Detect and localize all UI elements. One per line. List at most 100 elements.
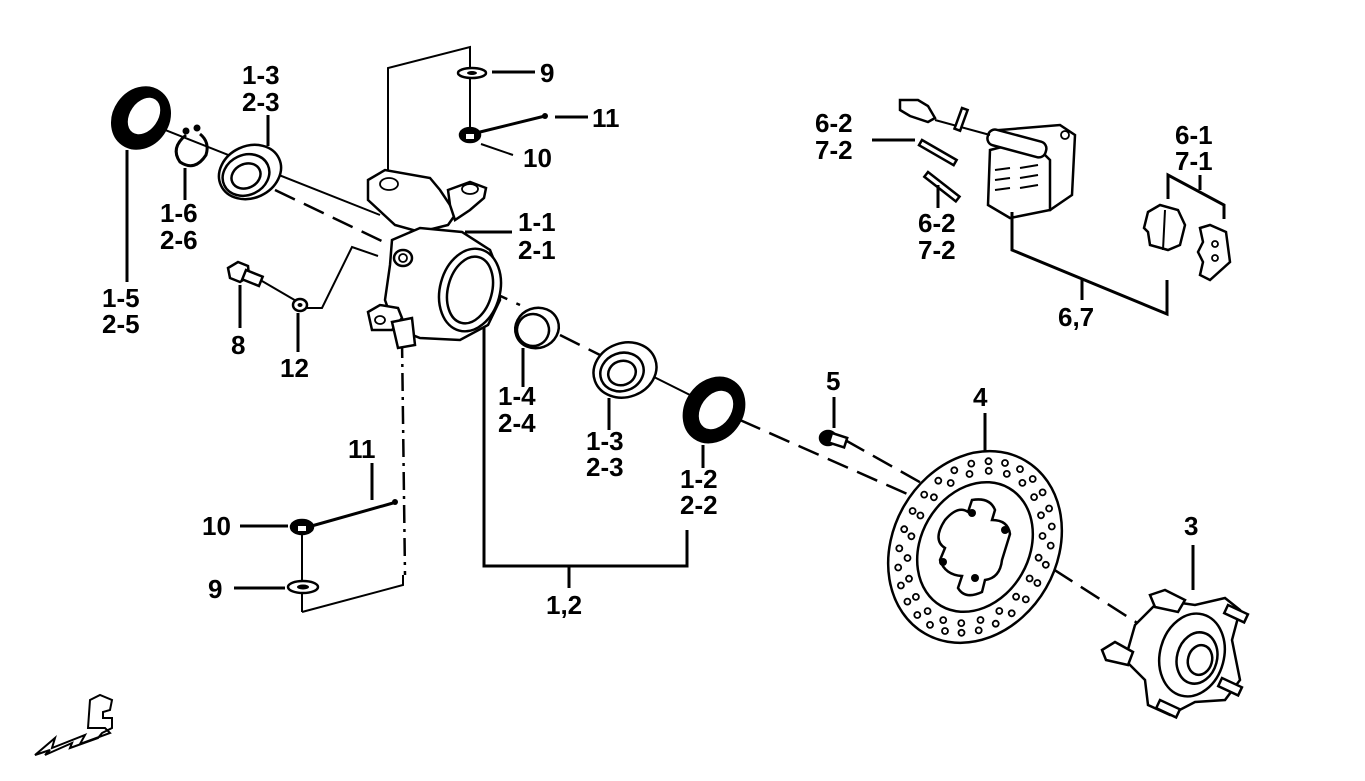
washer-9-top — [456, 66, 488, 80]
disc-hole — [1028, 475, 1037, 483]
washer-9-bottom — [286, 579, 320, 595]
disc-hole — [984, 466, 993, 475]
disc-hole — [1018, 478, 1027, 487]
disc-hole — [1001, 459, 1009, 467]
disc-hole — [941, 627, 949, 635]
disc-hole — [905, 574, 913, 583]
disc-hole — [946, 479, 955, 487]
label-11-top: 11 — [592, 103, 620, 133]
disc-hole — [895, 544, 904, 553]
disc-hole — [1038, 532, 1047, 540]
disc-hole — [912, 593, 920, 601]
label-2-4: 2-4 — [498, 408, 536, 438]
label-12: 12 — [280, 353, 309, 383]
disc-hole — [976, 616, 985, 624]
disc-hole — [957, 619, 966, 627]
disc-hole — [1038, 488, 1047, 497]
label-9-bottom: 9 — [208, 574, 222, 604]
bearing-1-3-mid — [592, 341, 658, 399]
disc-hole — [1046, 541, 1055, 550]
brake-disc-4 — [886, 449, 1064, 645]
disc-hole — [1041, 560, 1050, 569]
pad-pin-6-2-bottom — [922, 170, 962, 204]
disc-hole — [995, 607, 1004, 615]
label-2-3-top: 2-3 — [242, 87, 280, 117]
disc-hole — [1007, 609, 1016, 618]
disc-hole — [950, 466, 959, 475]
label-1-4: 1-4 — [498, 381, 536, 411]
label-1-5: 1-5 — [102, 283, 140, 313]
oil-seal-1-2 — [682, 376, 746, 444]
label-6-2-top: 6-2 — [815, 108, 853, 138]
disc-hole — [1034, 553, 1043, 562]
label-7-2-bottom: 7-2 — [918, 235, 956, 265]
label-5: 5 — [826, 366, 840, 396]
disc-hole — [930, 493, 938, 502]
disc-hole — [900, 525, 909, 534]
label-4: 4 — [973, 382, 988, 412]
disc-hole — [923, 607, 932, 615]
disc-hole — [908, 507, 917, 515]
disc-hole — [984, 457, 993, 466]
brake-caliper-6-7 — [898, 98, 1077, 220]
front-direction-arrow-icon: F — [34, 693, 114, 756]
disc-hole — [939, 616, 948, 624]
label-9-top: 9 — [540, 58, 554, 88]
label-10-bottom: 10 — [202, 511, 231, 541]
spacer-1-4 — [513, 306, 561, 350]
bearing-1-3-top — [217, 143, 283, 201]
disc-hole — [1033, 579, 1042, 587]
label-1-6: 1-6 — [160, 198, 198, 228]
disc-hole — [974, 626, 983, 635]
label-11-bottom: 11 — [348, 434, 376, 464]
wheel-hub-3 — [1100, 588, 1250, 720]
label-1-3-mid: 1-3 — [586, 426, 624, 456]
label-2-6: 2-6 — [160, 225, 198, 255]
pad-pin-6-2-top — [917, 138, 959, 167]
disc-hole — [1045, 504, 1053, 513]
castle-nut-10-bottom — [289, 518, 315, 536]
label-1-3-top: 1-3 — [242, 60, 280, 90]
castle-nut-10-top — [458, 126, 482, 144]
brake-pads-6-1 — [1142, 203, 1232, 282]
disc-hole — [1037, 511, 1045, 520]
washer-12 — [291, 297, 309, 313]
bolt-5 — [818, 429, 849, 450]
label-2-1-text: 2-1 — [518, 235, 556, 265]
label-2-2: 2-2 — [680, 490, 718, 520]
label-6-1: 6-1 — [1175, 120, 1213, 150]
disc-hole — [967, 459, 976, 468]
disc-hole — [1002, 469, 1011, 478]
disc-hole — [1016, 465, 1024, 474]
disc-hole — [926, 621, 934, 629]
label-8: 8 — [231, 330, 245, 360]
disc-hole — [1047, 522, 1056, 531]
label-6-2-bottom: 6-2 — [918, 208, 956, 238]
label-group-6-7: 6,7 — [1058, 302, 1094, 332]
label-10-top: 10 — [523, 143, 552, 173]
disc-hole — [991, 619, 1000, 628]
disc-hole — [957, 628, 966, 637]
label-group-1-2: 1,2 — [546, 590, 582, 620]
disc-hole — [894, 563, 903, 572]
disc-hole — [920, 490, 929, 499]
disc-hole — [916, 511, 925, 520]
label-7-2-top: 7-2 — [815, 135, 853, 165]
label-2-5: 2-5 — [102, 309, 140, 339]
circlip-1-6 — [174, 124, 209, 168]
disc-hole — [1012, 592, 1020, 601]
disc-hole — [965, 470, 974, 478]
label-1-2: 1-2 — [680, 464, 718, 494]
label-2-3-mid: 2-3 — [586, 452, 624, 482]
bolt-8 — [226, 260, 299, 303]
disc-hole — [1021, 595, 1030, 604]
label-7-1: 7-1 — [1175, 146, 1213, 176]
disc-hole — [934, 476, 943, 485]
label-3: 3 — [1184, 511, 1198, 541]
disc-hole — [1030, 493, 1038, 502]
disc-hole — [907, 532, 916, 541]
oil-seal-1-5 — [111, 86, 171, 150]
disc-hole — [903, 554, 912, 562]
knuckle-1-1 — [366, 168, 503, 350]
